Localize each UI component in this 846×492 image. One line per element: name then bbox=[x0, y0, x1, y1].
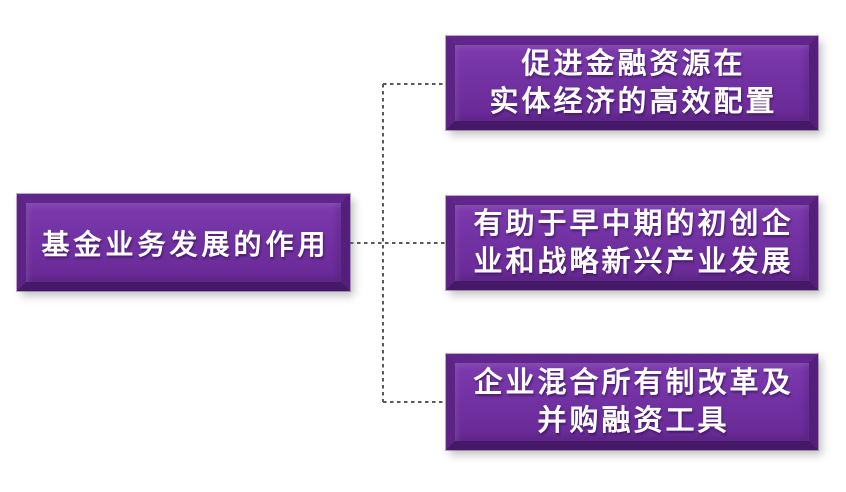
branch-node-3-label-line-2: 并购融资工具 bbox=[537, 405, 730, 437]
branch-node-1: 促进金融资源在 实体经济的高效配置 bbox=[446, 36, 818, 130]
branch-node-2-label-line-1: 有助于早中期的初创企 bbox=[473, 208, 794, 240]
branch-node-2: 有助于早中期的初创企 业和战略新兴产业发展 bbox=[446, 196, 818, 290]
branch-node-2-label-line-2: 业和战略新兴产业发展 bbox=[473, 246, 794, 278]
branch-node-3-label-line-1: 企业混合所有制改革及 bbox=[473, 367, 794, 399]
branch-node-1-label-line-1: 促进金融资源在 bbox=[521, 48, 746, 80]
branch-node-1-label-line-2: 实体经济的高效配置 bbox=[489, 86, 778, 118]
root-node-label: 基金业务发展的作用 bbox=[41, 228, 330, 260]
branch-node-3: 企业混合所有制改革及 并购融资工具 bbox=[446, 354, 818, 450]
root-node: 基金业务发展的作用 bbox=[17, 194, 350, 291]
